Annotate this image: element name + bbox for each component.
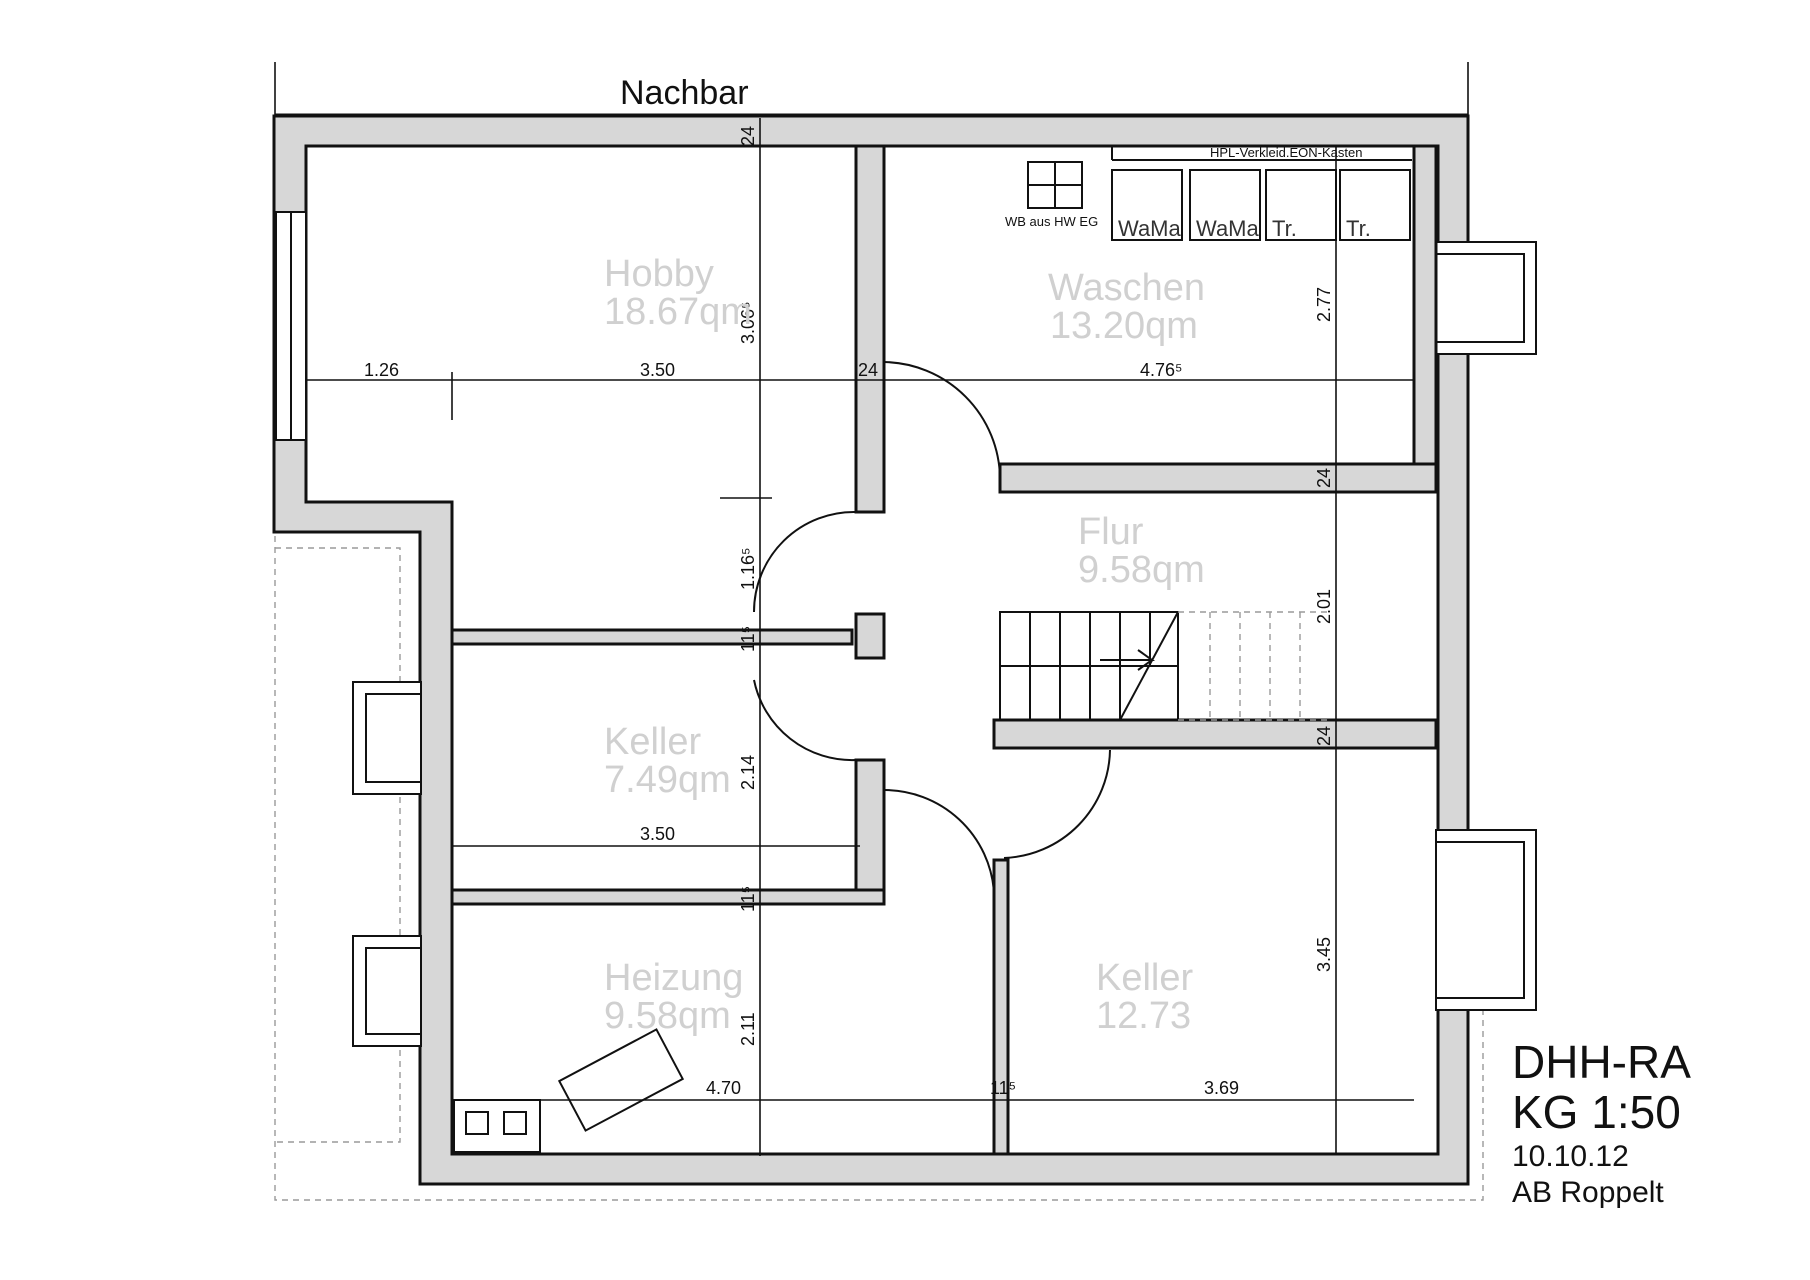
dimension-label: 4.76⁵ <box>1140 360 1183 380</box>
neighbor-label: Nachbar <box>620 74 749 112</box>
dimension-label: 24 <box>738 126 758 146</box>
dimension-label: 2.01 <box>1314 589 1334 624</box>
washing-machine-2 <box>1189 169 1261 241</box>
room-name-heizung: Heizung <box>604 957 743 999</box>
windows <box>275 211 1537 1047</box>
dimension-label: 11⁵ <box>738 886 758 912</box>
dimension-label: 4.70 <box>706 1078 741 1098</box>
room-name-keller-large: Keller <box>1096 957 1193 999</box>
doors <box>753 361 1111 893</box>
dimension-label: 3.50 <box>640 360 675 380</box>
room-name-hobby: Hobby <box>604 253 714 295</box>
dimension-label: 24 <box>858 360 878 380</box>
dimension-label: 24 <box>1314 726 1334 746</box>
dimension-label: 2.11 <box>738 1012 758 1046</box>
boiler <box>557 1028 685 1132</box>
room-area-hobby: 18.67qm <box>604 291 752 333</box>
dimension-label: 24 <box>1314 468 1334 488</box>
dryer-label-1: Tr. <box>1272 216 1297 241</box>
wb-note: WB aus HW EG <box>1005 214 1098 229</box>
title-block-line2: KG 1:50 <box>1512 1086 1681 1138</box>
room-name-keller-small: Keller <box>604 721 701 763</box>
terrace-outline <box>274 118 1484 1201</box>
fixtures <box>453 146 1412 1153</box>
title-block-date: 10.10.12 <box>1512 1140 1629 1173</box>
room-area-flur: 9.58qm <box>1078 549 1205 591</box>
room-area-keller-large: 12.73 <box>1096 995 1191 1037</box>
dimension-label: 2.14 <box>738 755 758 790</box>
dimension-label: 3.69 <box>1204 1078 1239 1098</box>
title-block-author: AB Roppelt <box>1512 1176 1664 1209</box>
dimension-label: 3.45 <box>1314 937 1334 972</box>
washing-machine-1 <box>1111 169 1183 241</box>
title-block-line1: DHH-RA <box>1512 1036 1691 1088</box>
wama-label-1: WaMa <box>1118 216 1182 241</box>
interior-walls <box>450 144 1438 1156</box>
dimension-label: 11⁵ <box>738 626 758 652</box>
hpl-note: HPL-Verkleid.EON-Kasten <box>1210 145 1362 160</box>
neighbor-boundary <box>274 62 1469 119</box>
wama-label-2: WaMa <box>1196 216 1260 241</box>
dimension-lines <box>305 118 1415 1156</box>
room-name-waschen: Waschen <box>1048 267 1205 309</box>
dimension-label: 11⁵ <box>990 1078 1016 1098</box>
room-area-waschen: 13.20qm <box>1050 305 1198 347</box>
dimension-label: 1.26 <box>364 360 399 380</box>
room-name-flur: Flur <box>1078 511 1144 553</box>
room-area-heizung: 9.58qm <box>604 995 731 1037</box>
dimension-label: 1.16⁵ <box>738 548 758 591</box>
dimension-label: 3.06⁵ <box>738 302 758 345</box>
dryer-2 <box>1339 169 1411 241</box>
staircase <box>999 611 1330 721</box>
dryer-label-2: Tr. <box>1346 216 1371 241</box>
dimension-label: 3.50 <box>640 824 675 844</box>
dimension-label: 2.77 <box>1314 287 1334 322</box>
room-area-keller-small: 7.49qm <box>604 759 731 801</box>
